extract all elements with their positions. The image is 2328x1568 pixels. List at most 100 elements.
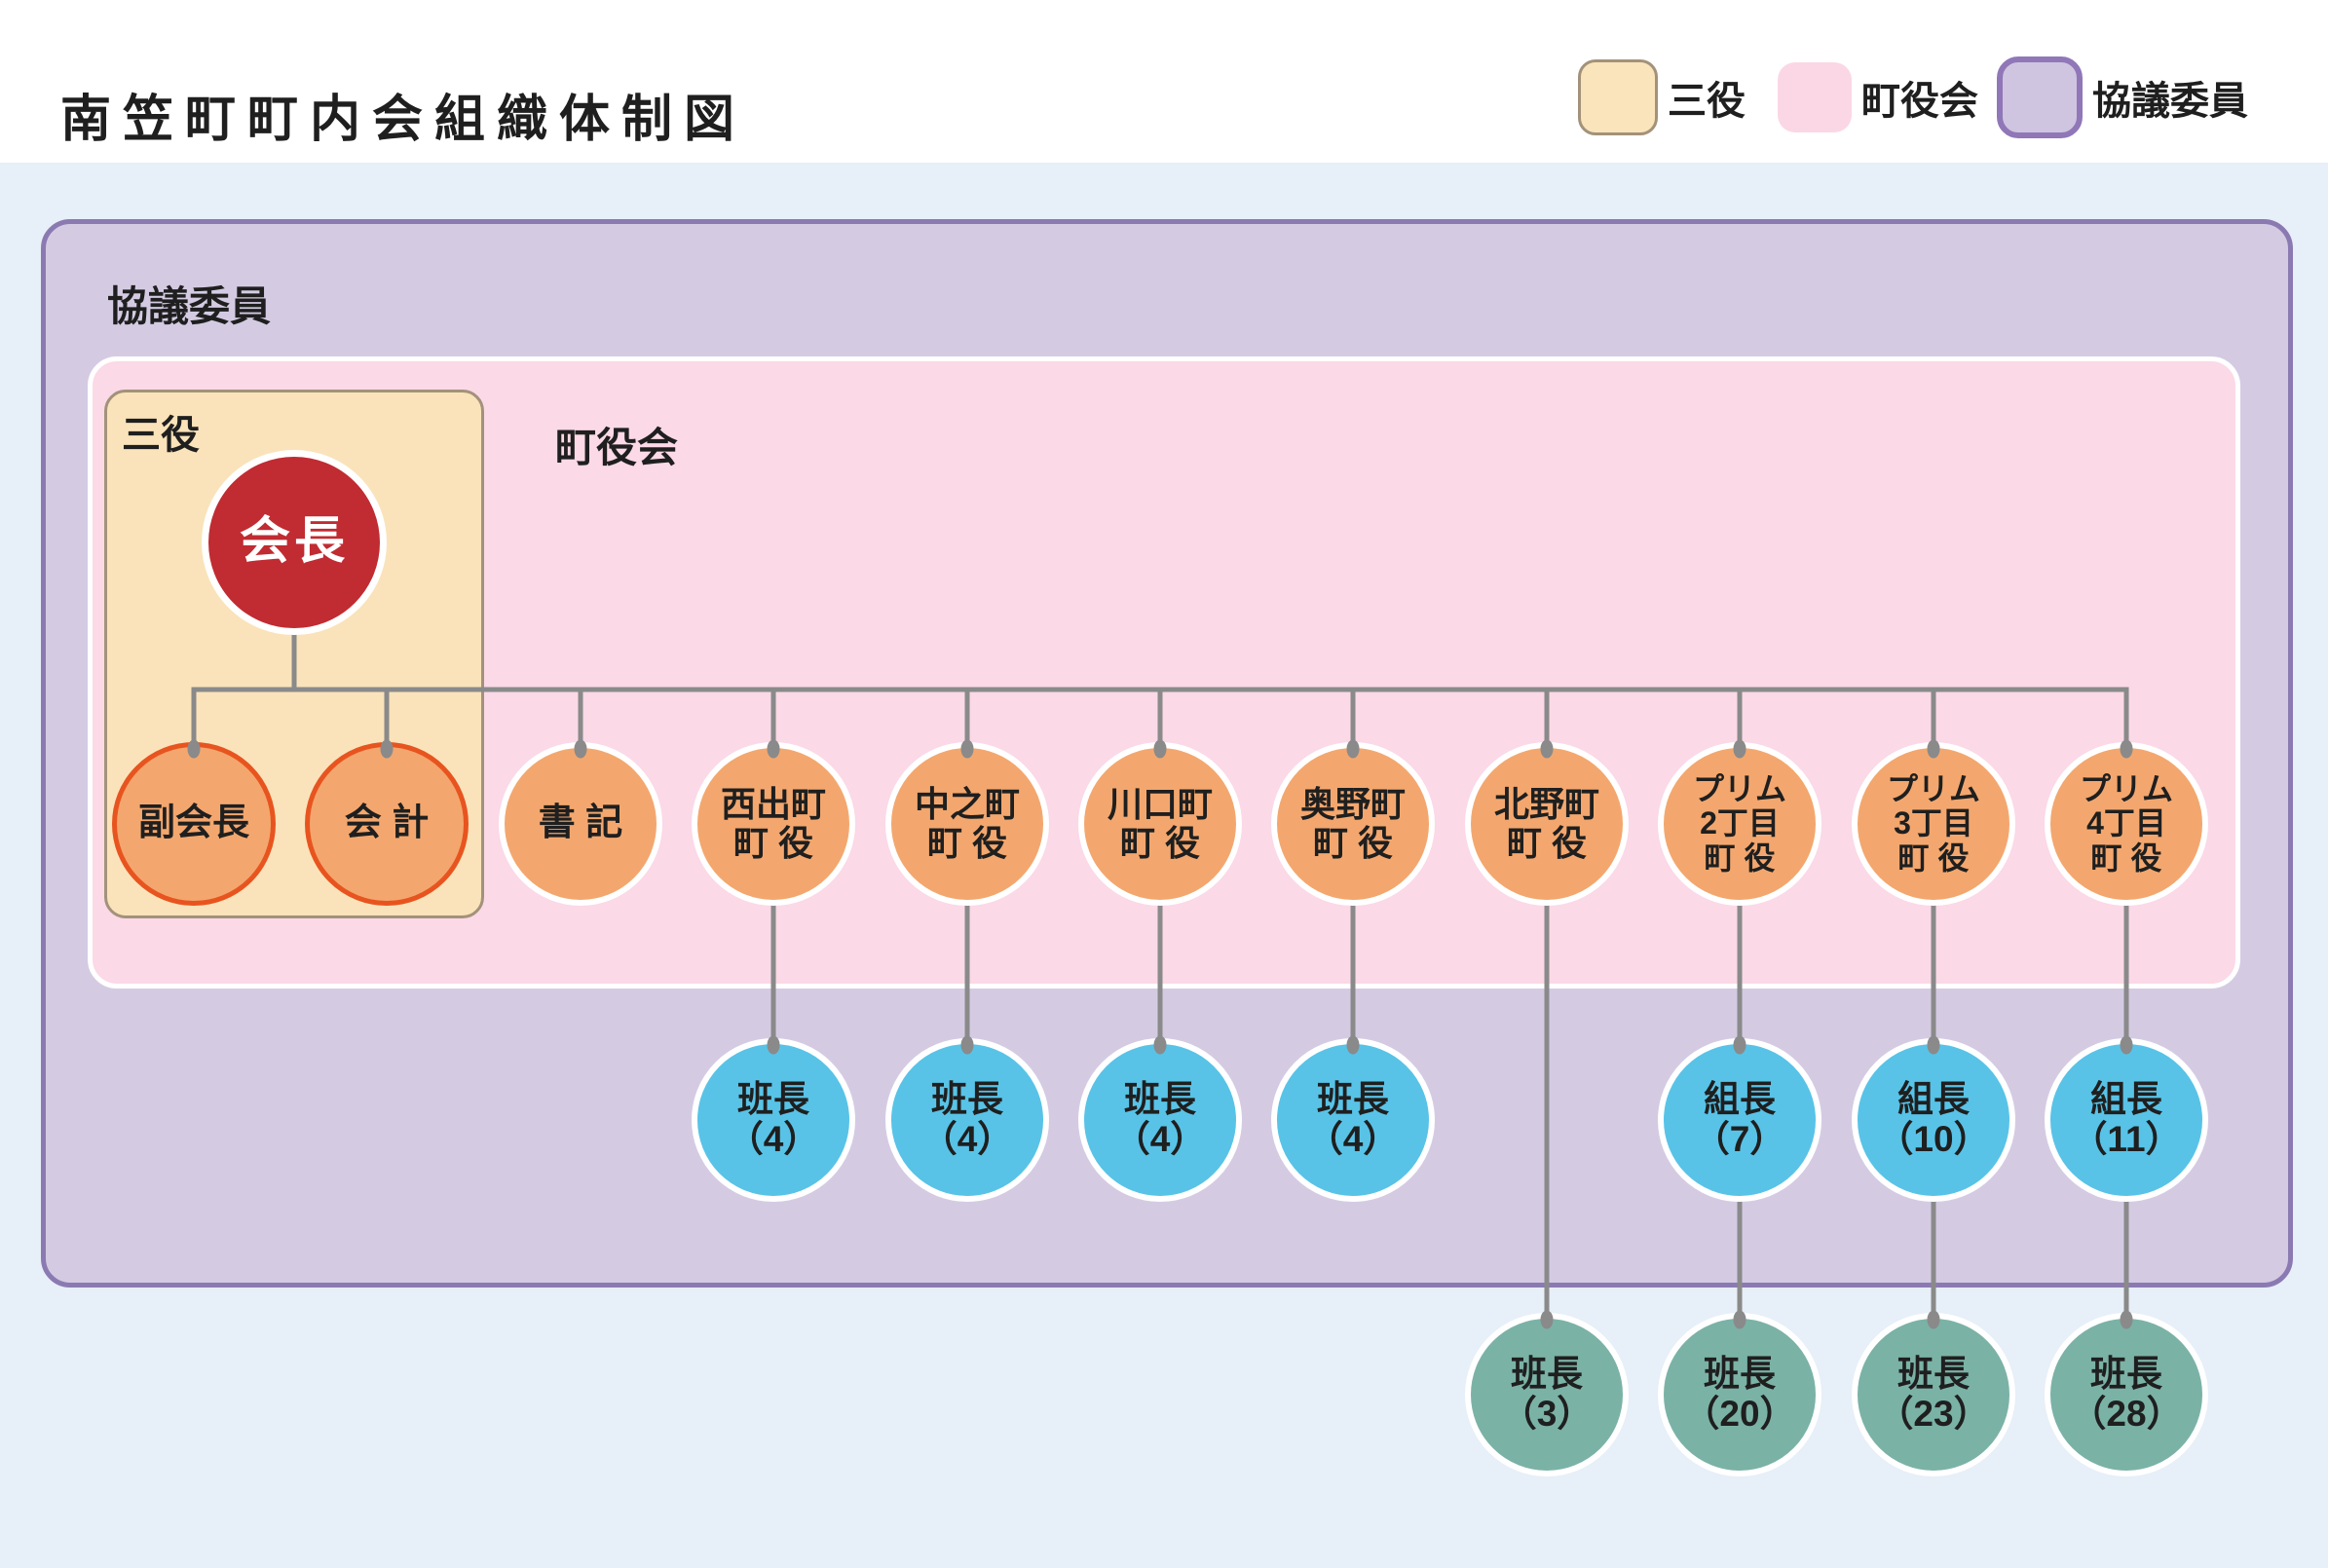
node-label-line: 組長 [1704, 1079, 1776, 1120]
node-label-line: 班長 [1704, 1354, 1776, 1395]
node-label-line: （4） [1113, 1119, 1207, 1159]
node-label-line: プリム [1886, 771, 1980, 807]
node-label-line: 2丁目 [1700, 805, 1780, 841]
legend: 三役 町役会 協議委員 [0, 0, 2328, 163]
node-label-line: 組長 [1897, 1079, 1970, 1120]
connector-dot [767, 1035, 780, 1055]
connector-dot [1733, 1310, 1746, 1329]
node-label-line: 班長 [1897, 1354, 1970, 1395]
legend-swatch-sanyaku [1578, 59, 1658, 135]
group-label-kyougiiin: 協議委員 [107, 283, 272, 329]
node-label-line: 班長 [931, 1079, 1003, 1120]
legend-item-sanyaku: 三役 [1578, 58, 1746, 136]
connector-dot [960, 1035, 974, 1055]
node-label-line: 町 役 [1704, 840, 1776, 876]
legend-swatch-kyougi [1997, 56, 2083, 138]
connector-dot [1733, 739, 1746, 759]
node-label-line: 町 役 [732, 823, 813, 863]
node-label-line: （20） [1683, 1394, 1796, 1434]
connector-dot [187, 739, 201, 759]
node-officer-0: 副会長 [112, 742, 276, 906]
legend-item-kyougi: 協議委員 [1997, 56, 2248, 138]
connector-dot [1540, 1310, 1554, 1329]
node-label-line: 班長 [2090, 1354, 2162, 1395]
legend-item-chouyakukai: 町役会 [1778, 58, 1978, 136]
node-officer-5: 川口町町 役 [1078, 742, 1242, 906]
legend-swatch-chouyakukai [1778, 62, 1852, 132]
node-label-line: 川口町 [1107, 784, 1213, 825]
node-label-line: 副会長 [137, 803, 249, 844]
connector-dot [574, 739, 587, 759]
connector-dot [380, 739, 394, 759]
node-bottom-9: 班長（23） [1852, 1313, 2015, 1476]
connector-dot [1927, 1310, 1940, 1329]
node-label-line: （28） [2070, 1394, 2183, 1434]
connector-dot [2120, 1310, 2133, 1329]
page-title: 南笠町町内会組織体制図 [60, 93, 747, 148]
connector-dot [767, 739, 780, 759]
node-officer-6: 奥野町町 役 [1271, 742, 1435, 906]
legend-label-kyougi: 協議委員 [2092, 80, 2248, 123]
node-bottom-10: 班長（28） [2045, 1313, 2208, 1476]
node-label-line: （10） [1877, 1119, 1990, 1159]
node-label-line: （4） [1306, 1119, 1400, 1159]
connector-dot [1153, 1035, 1167, 1055]
node-label-line: （7） [1693, 1119, 1786, 1159]
node-chairman: 会長 [202, 450, 387, 635]
legend-label-chouyakukai: 町役会 [1861, 80, 1978, 123]
node-label-line: 中之町 [914, 784, 1020, 825]
node-bottom-7: 班長（3） [1465, 1313, 1629, 1476]
node-label-line: 班長 [1511, 1354, 1583, 1395]
node-mid-4: 班長（4） [885, 1038, 1049, 1202]
node-label-line: 3丁目 [1894, 805, 1973, 841]
connector-dot [1540, 739, 1554, 759]
node-label-line: 町 役 [1312, 823, 1393, 863]
group-label-chouyakukai: 町役会 [555, 425, 679, 470]
node-label-line: 会 計 [344, 803, 430, 844]
connector-dot [1346, 739, 1360, 759]
node-label-line: （23） [1877, 1394, 1990, 1434]
connector-dot [1733, 1035, 1746, 1055]
node-label-line: （3） [1500, 1394, 1594, 1434]
node-label-line: 4丁目 [2086, 805, 2166, 841]
connector-dot [960, 739, 974, 759]
node-officer-7: 北野町町 役 [1465, 742, 1629, 906]
node-officer-4: 中之町町 役 [885, 742, 1049, 906]
legend-label-sanyaku: 三役 [1668, 80, 1746, 123]
node-label-line: 町 役 [1897, 840, 1970, 876]
connector-dot [1927, 739, 1940, 759]
node-label-line: 町 役 [1506, 823, 1587, 863]
connector-dot [1346, 1035, 1360, 1055]
node-label-line: プリム [2079, 771, 2173, 807]
node-label-line: 組長 [2090, 1079, 2162, 1120]
node-officer-3: 西出町町 役 [692, 742, 855, 906]
node-label-line: 町 役 [1119, 823, 1200, 863]
node-label-line: （4） [727, 1119, 820, 1159]
node-label-line: プリム [1692, 771, 1786, 807]
connector-dot [2120, 739, 2133, 759]
node-mid-3: 班長（4） [692, 1038, 855, 1202]
node-label-line: （4） [920, 1119, 1014, 1159]
connector-dot [1153, 739, 1167, 759]
node-label-line: 西出町 [720, 784, 826, 825]
node-mid-5: 班長（4） [1078, 1038, 1242, 1202]
node-label-line: 奥野町 [1299, 784, 1406, 825]
node-label-line: 町 役 [2090, 840, 2162, 876]
node-label-line: 班長 [1124, 1079, 1196, 1120]
connector-dot [1927, 1035, 1940, 1055]
node-label-line: 町 役 [926, 823, 1007, 863]
node-mid-8: 組長（7） [1658, 1038, 1821, 1202]
node-label-line: （11） [2071, 1119, 2182, 1159]
node-label-line: 班長 [1317, 1079, 1389, 1120]
node-label-line: 書 記 [538, 803, 623, 844]
group-label-sanyaku: 三役 [122, 414, 200, 457]
node-label-line: 班長 [737, 1079, 809, 1120]
node-bottom-8: 班長（20） [1658, 1313, 1821, 1476]
node-label-line: 北野町 [1493, 784, 1599, 825]
